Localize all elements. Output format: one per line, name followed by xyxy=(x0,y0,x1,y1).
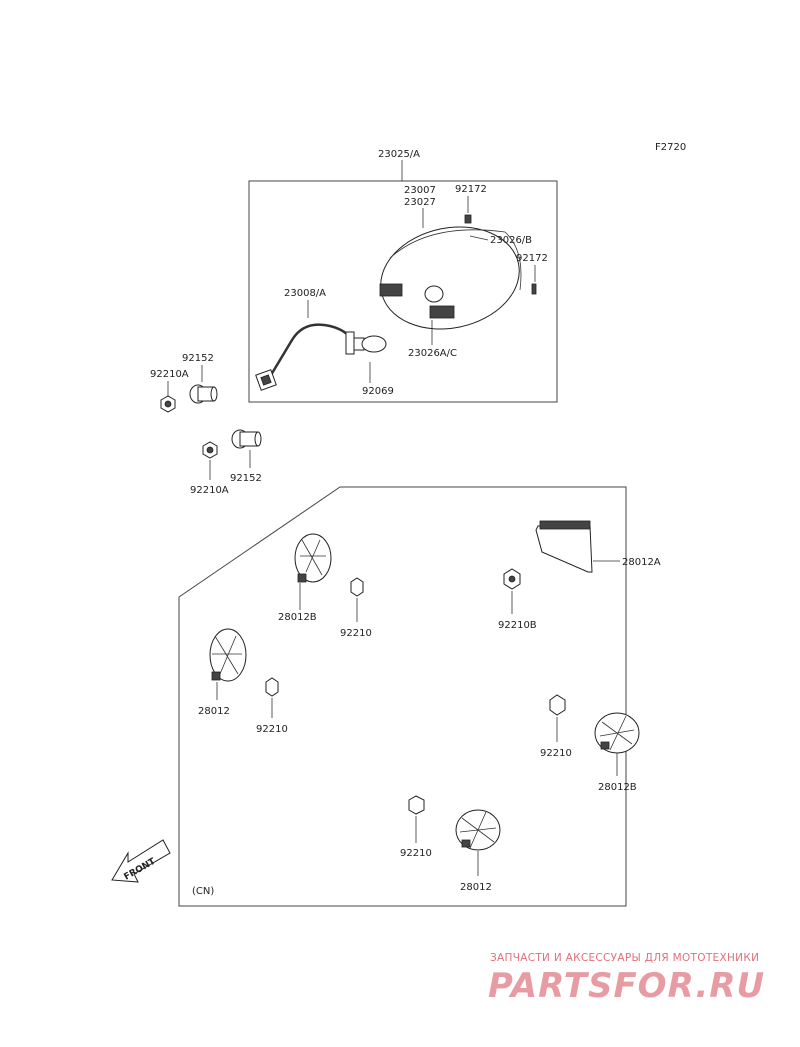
region-box-cn xyxy=(178,486,627,907)
nut-92210-right xyxy=(549,694,566,716)
nut-92210-upper xyxy=(350,577,364,597)
bulb-92069 xyxy=(361,335,387,353)
label-92210a-upper: 92210A xyxy=(150,369,189,380)
washer-92152-upper xyxy=(189,384,218,404)
wiring-harness xyxy=(255,323,354,391)
screw-92172-right xyxy=(531,283,537,295)
bulb-socket xyxy=(345,331,387,355)
label-92210b: 92210B xyxy=(498,620,537,631)
reflector-28012b-right xyxy=(594,712,640,754)
watermark-logo: PARTSFOR.RU xyxy=(488,966,766,1006)
label-92172-right: 92172 xyxy=(516,253,548,264)
reflector-28012b-upper xyxy=(294,533,332,583)
label-23026b: 23026/B xyxy=(490,235,532,246)
label-92152-upper: 92152 xyxy=(182,353,214,364)
figure-code: F2720 xyxy=(655,142,686,153)
label-92210-upper: 92210 xyxy=(340,628,372,639)
mount-bolt-right xyxy=(429,305,455,319)
label-23007: 23007 xyxy=(404,185,436,196)
watermark-tagline: ЗАПЧАСТИ И АКСЕССУАРЫ ДЛЯ МОТОТЕХНИКИ xyxy=(490,952,760,964)
nut-92210-bottom xyxy=(408,795,425,815)
label-28012-bottom: 28012 xyxy=(460,882,492,893)
nut-92210-left xyxy=(265,677,279,697)
headlight-assembly-box xyxy=(248,180,558,403)
front-arrow: FRONT xyxy=(111,839,171,883)
washer-92152-lower xyxy=(231,429,262,449)
label-23025a: 23025/A xyxy=(378,149,420,160)
label-92210-right: 92210 xyxy=(540,748,572,759)
reflector-28012-left xyxy=(209,628,247,682)
reflector-28012a xyxy=(535,520,593,573)
label-92069: 92069 xyxy=(362,386,394,397)
label-28012-left: 28012 xyxy=(198,706,230,717)
label-23008a: 23008/A xyxy=(284,288,326,299)
label-28012a: 28012A xyxy=(622,557,661,568)
label-92172-top: 92172 xyxy=(455,184,487,195)
label-23027: 23027 xyxy=(404,197,436,208)
label-23026ac: 23026A/C xyxy=(408,348,457,359)
leader-23026b xyxy=(469,235,489,241)
region-note: (CN) xyxy=(192,886,214,897)
screw-92172-top xyxy=(464,214,472,224)
label-28012b-upper: 28012B xyxy=(278,612,317,623)
label-28012b-right: 28012B xyxy=(598,782,637,793)
label-92210-left: 92210 xyxy=(256,724,288,735)
headlight-housing xyxy=(379,226,522,330)
label-92210-bottom: 92210 xyxy=(400,848,432,859)
label-92152-lower: 92152 xyxy=(230,473,262,484)
mount-bolt-left xyxy=(379,283,403,297)
reflector-28012-bottom xyxy=(455,809,501,851)
label-92210a-lower: 92210A xyxy=(190,485,229,496)
